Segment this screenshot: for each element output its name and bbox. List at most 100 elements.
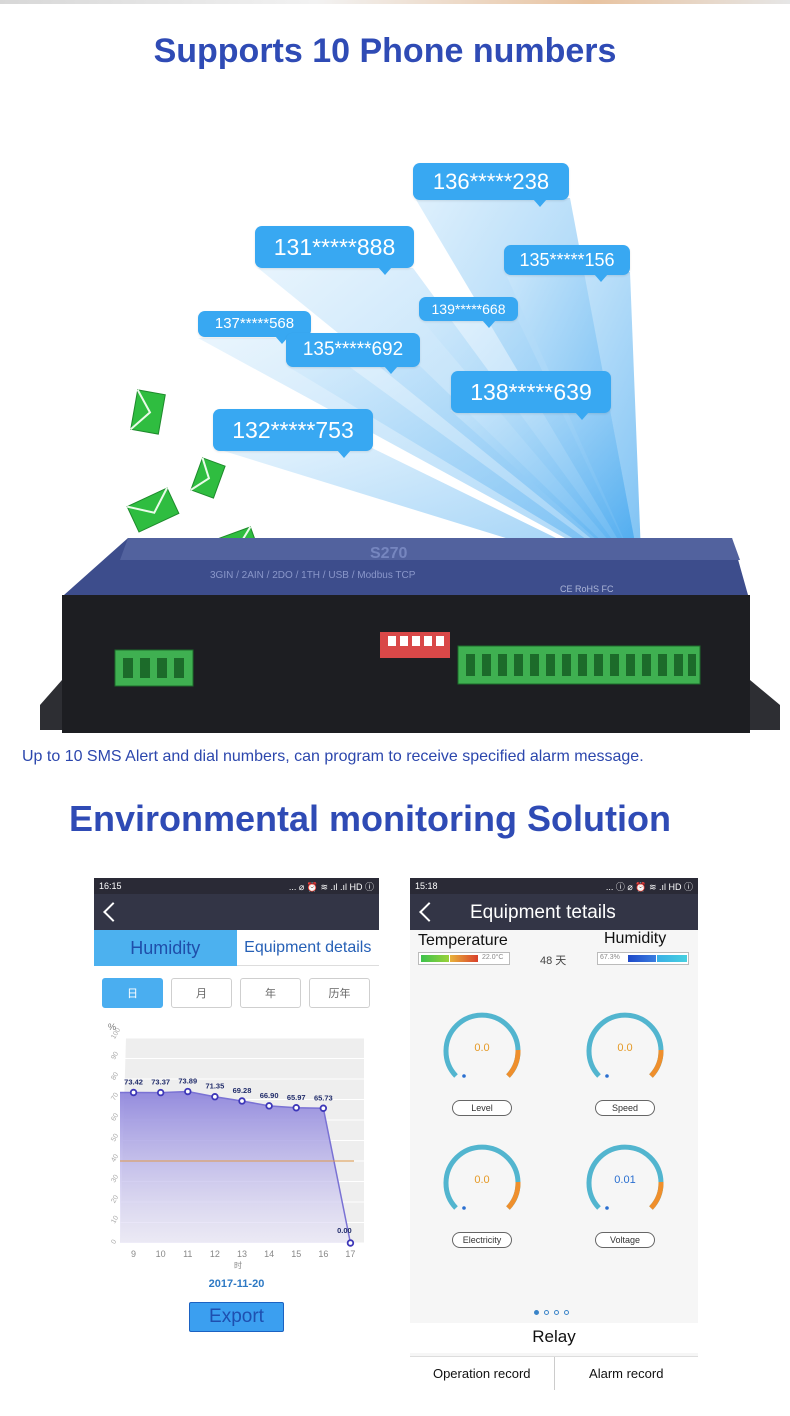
phone-number-bubble: 138*****639 <box>451 371 611 420</box>
status-bar: 15:18 ... ⓘ ⌀ ⏰ ≋ .ıl HD ⓘ <box>410 878 698 894</box>
data-point <box>211 1093 219 1101</box>
y-tick-label: 100 <box>110 1027 122 1041</box>
gauge-dial-icon <box>586 1144 664 1210</box>
y-tick-label: 10 <box>110 1215 120 1225</box>
page-dot[interactable] <box>554 1310 559 1315</box>
section-title-phone-numbers: Supports 10 Phone numbers <box>153 32 617 70</box>
data-point <box>292 1104 300 1112</box>
x-axis-unit: 时 <box>234 1260 242 1270</box>
humidity-chart-svg: 0102030405060708090100%73.42973.371073.8… <box>108 1022 364 1270</box>
page-dot[interactable] <box>564 1310 569 1315</box>
temperature-value: 22.0°C <box>482 954 504 961</box>
gauge-level: 0.0 Level <box>442 1010 532 1135</box>
range-selector: 日 月 年 历年 <box>94 966 379 1008</box>
page-dot[interactable] <box>544 1310 549 1315</box>
gauge-label[interactable]: Speed <box>595 1100 655 1116</box>
humidity-value: 67.3% <box>600 954 620 961</box>
chart-date: 2017-11-20 <box>208 1278 265 1290</box>
status-time: 15:18 <box>415 881 438 891</box>
data-point <box>129 1088 138 1097</box>
series-line <box>120 1090 352 1244</box>
y-tick-label: 40 <box>110 1153 120 1163</box>
data-label: 73.89 <box>178 1077 197 1086</box>
sms-caption: Up to 10 SMS Alert and dial numbers, can… <box>22 748 644 765</box>
humidity-label: Humidity <box>604 930 667 947</box>
data-point <box>346 1239 355 1247</box>
status-time: 16:15 <box>99 881 122 891</box>
tab-bar: Humidity Equipment details <box>94 930 379 966</box>
section-title-environmental: Environmental monitoring Solution <box>69 798 671 839</box>
y-tick-label: 20 <box>110 1194 120 1204</box>
data-point <box>319 1104 328 1112</box>
phone-screenshot-humidity: 16:15 ... ⌀ ⏰ ≋ .ıl .ıl HD ⓘ Humidity Eq… <box>94 878 379 1385</box>
app-bar <box>94 894 379 930</box>
envelope-icon <box>130 389 166 435</box>
tab-alarm-record[interactable]: Alarm record <box>553 1357 699 1390</box>
gauge-speed: 0.0 Speed <box>585 1010 675 1135</box>
gauge-voltage: 0.01 Voltage <box>585 1142 675 1267</box>
tab-equipment-details[interactable]: Equipment details <box>236 930 379 966</box>
app-bar: Equipment tetails <box>410 894 698 930</box>
gauge-dial-icon <box>443 1144 521 1210</box>
range-day-button[interactable]: 日 <box>102 978 163 1008</box>
phone-number-bubble: 131*****888 <box>255 226 414 275</box>
phone-screenshot-equipment: 15:18 ... ⓘ ⌀ ⏰ ≋ .ıl HD ⓘ Equipment tet… <box>410 878 698 1390</box>
status-icons: ... ⌀ ⏰ ≋ .ıl .ıl HD ⓘ <box>288 881 374 892</box>
gauge-label[interactable]: Electricity <box>452 1232 512 1248</box>
temperature-bar: 22.0°C <box>418 952 510 965</box>
x-tick-label: 11 <box>183 1249 192 1259</box>
x-tick-label: 17 <box>345 1249 355 1259</box>
page-indicator <box>534 1310 569 1315</box>
x-tick-label: 14 <box>264 1249 274 1259</box>
temperature-label: Temperature <box>418 932 508 949</box>
data-label: 71.35 <box>205 1082 224 1091</box>
data-label: 66.90 <box>260 1091 279 1100</box>
range-all-years-button[interactable]: 历年 <box>309 978 370 1008</box>
x-tick-label: 9 <box>131 1249 136 1259</box>
range-year-button[interactable]: 年 <box>240 978 301 1008</box>
data-label: 0.00 <box>337 1226 352 1235</box>
x-tick-label: 10 <box>156 1249 166 1259</box>
y-tick-label: 90 <box>110 1051 120 1061</box>
bottom-tab-bar: Operation record Alarm record <box>410 1356 698 1390</box>
status-bar: 16:15 ... ⌀ ⏰ ≋ .ıl .ıl HD ⓘ <box>94 878 379 894</box>
tab-operation-record[interactable]: Operation record <box>432 1366 531 1381</box>
data-label: 65.97 <box>287 1093 306 1102</box>
x-tick-label: 16 <box>318 1249 328 1259</box>
phone-number-bubble: 137*****568 <box>198 311 311 344</box>
y-axis-unit: % <box>108 1022 116 1032</box>
page-title: Equipment tetails <box>470 902 616 923</box>
status-icons: ... ⓘ ⌀ ⏰ ≋ .ıl HD ⓘ <box>605 881 693 892</box>
device-subtitle-text: 3GIN / 2AIN / 2DO / 1TH / USB / Modbus T… <box>210 570 416 581</box>
data-label: 65.73 <box>314 1093 333 1102</box>
range-month-button[interactable]: 月 <box>171 978 232 1008</box>
data-label: 69.28 <box>233 1086 252 1095</box>
days-counter: 48 天 <box>540 955 567 967</box>
data-label: 73.37 <box>151 1078 170 1087</box>
envelope-icon <box>126 487 180 533</box>
gauge-label[interactable]: Voltage <box>595 1232 655 1248</box>
export-button[interactable]: Export <box>189 1302 284 1332</box>
gauge-label[interactable]: Level <box>452 1100 512 1116</box>
top-strip <box>0 0 790 4</box>
gauge-electricity: 0.0 Electricity <box>442 1142 532 1267</box>
device-marks-text: CE RoHS FC <box>560 584 614 594</box>
gauge-dial-icon <box>586 1012 664 1078</box>
gauge-dial-icon <box>443 1012 521 1078</box>
tab-humidity[interactable]: Humidity <box>94 930 237 966</box>
y-tick-label: 50 <box>110 1133 120 1143</box>
y-tick-label: 0 <box>110 1239 118 1246</box>
phone-number-bubble: 135*****156 <box>504 245 630 282</box>
metrics-row: Temperature 22.0°C 48 天 Humidity 67.3% <box>410 930 698 980</box>
data-point <box>265 1102 273 1110</box>
gauge-value: 0.0 <box>474 1042 490 1054</box>
back-arrow-icon[interactable] <box>419 902 439 922</box>
data-point <box>156 1088 165 1097</box>
y-tick-label: 70 <box>110 1092 120 1102</box>
y-tick-label: 80 <box>110 1071 120 1081</box>
page-dot[interactable] <box>534 1310 539 1315</box>
back-arrow-icon[interactable] <box>103 902 123 922</box>
data-point <box>238 1097 246 1105</box>
